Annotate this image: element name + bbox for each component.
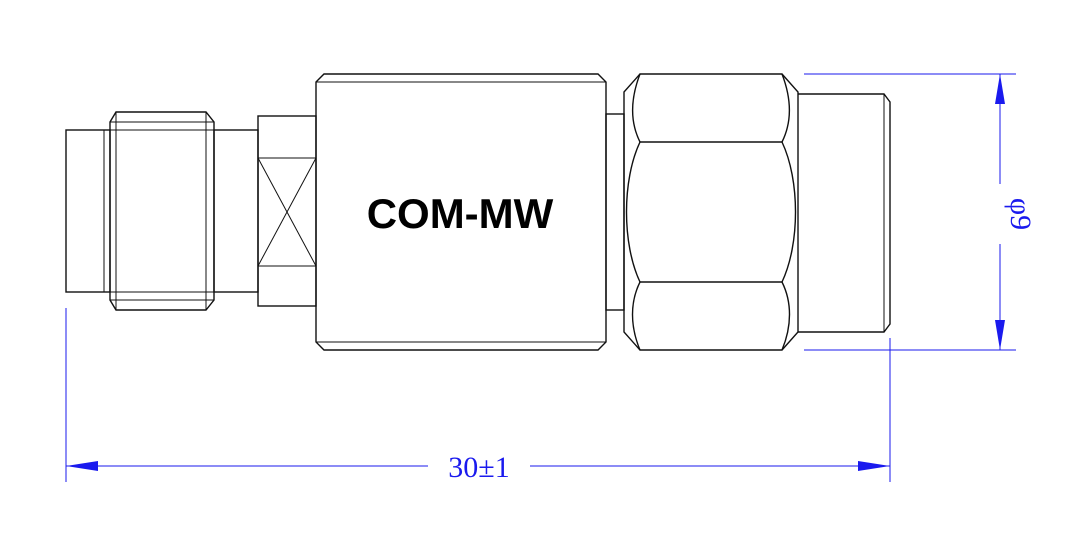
step-ring <box>605 113 625 311</box>
length-dimension: 30±1 <box>65 308 891 484</box>
arrow-up-icon <box>995 74 1005 104</box>
main-body: COM-MW <box>315 73 607 351</box>
knurled-coupling-nut <box>109 111 215 311</box>
diameter-dimension-label: φ9 <box>1004 198 1037 230</box>
neck <box>213 129 259 293</box>
length-dimension-label: 30±1 <box>448 451 509 484</box>
jack-body <box>798 93 891 333</box>
diameter-dimension: φ9 <box>804 73 1037 351</box>
arrow-right-icon <box>858 461 890 471</box>
arrow-left-icon <box>66 461 98 471</box>
hex-flange <box>257 115 317 307</box>
brand-label: COM-MW <box>367 190 554 237</box>
hex-nut <box>623 73 799 351</box>
arrow-down-icon <box>995 320 1005 350</box>
plug-tip <box>65 129 111 293</box>
